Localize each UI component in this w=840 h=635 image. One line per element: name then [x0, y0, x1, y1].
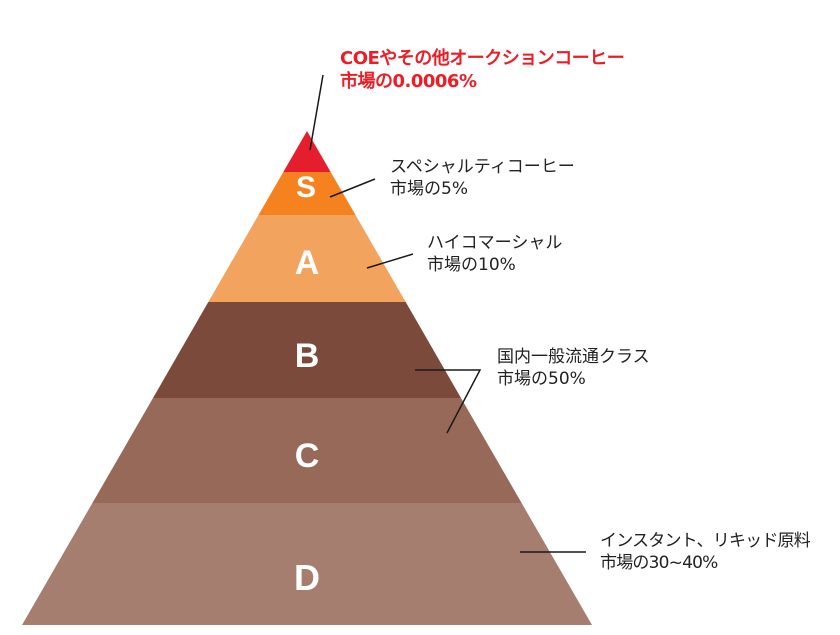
tier-b: [153, 302, 461, 398]
tier-s: [258, 172, 356, 215]
tier-letter-s: S: [296, 171, 316, 204]
leader-line-a: [366, 253, 414, 269]
label-d: インスタント、リキッド原料 市場の30~40%: [600, 530, 811, 574]
label-s: スペシャルティコーヒー 市場の5%: [390, 156, 575, 200]
tier-coe: [283, 131, 331, 172]
label-b: 国内一般流通クラス 市場の50%: [497, 346, 650, 390]
label-s-line1: スペシャルティコーヒー: [390, 157, 575, 177]
tier-d: [22, 503, 592, 625]
tier-letter-a: A: [295, 244, 320, 282]
tier-letter-c: C: [295, 437, 320, 475]
label-coe-line2: 市場の0.0006%: [340, 71, 477, 92]
tier-c: [92, 398, 522, 503]
label-a: ハイコマーシャル 市場の10%: [427, 232, 562, 276]
label-a-line1: ハイコマーシャル: [427, 233, 563, 253]
tier-a: [208, 215, 406, 302]
label-coe-line1: COEやその他オークションコーヒー: [340, 48, 625, 69]
leader-line-b-c: [415, 369, 482, 434]
tier-letter-b: B: [295, 337, 320, 375]
label-a-line2: 市場の10%: [427, 255, 516, 275]
label-b-line1: 国内一般流通クラス: [497, 347, 650, 367]
label-coe: COEやその他オークションコーヒー 市場の0.0006%: [340, 47, 625, 93]
label-b-line2: 市場の50%: [497, 369, 586, 389]
leader-line-coe: [309, 74, 324, 151]
label-d-line2: 市場の30~40%: [600, 553, 718, 573]
label-d-line1: インスタント、リキッド原料: [600, 531, 811, 551]
tier-letter-d: D: [294, 557, 320, 598]
leader-line-s: [329, 178, 376, 198]
label-s-line2: 市場の5%: [390, 179, 468, 199]
